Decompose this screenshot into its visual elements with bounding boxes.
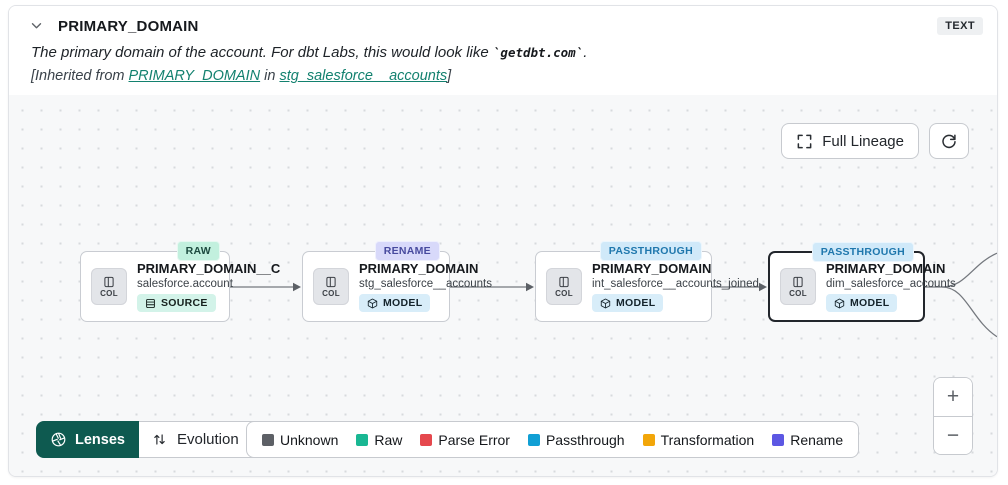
- legend-swatch: [772, 433, 785, 446]
- legend-item: Raw: [356, 432, 402, 448]
- column-description: The primary domain of the account. For d…: [31, 44, 983, 61]
- model-cube-icon: [834, 298, 845, 308]
- lens-aperture-icon: [51, 432, 66, 447]
- node-primary-domain-c[interactable]: RAW COL PRIMARY_DOMAIN__C salesforce.acc…: [80, 241, 281, 322]
- inherited-column-link[interactable]: PRIMARY_DOMAIN: [128, 68, 261, 84]
- column-type-badge: TEXT: [937, 17, 983, 35]
- column-icon: [326, 276, 336, 287]
- expand-icon: [797, 134, 812, 148]
- canvas-toolbar: Full Lineage: [781, 123, 969, 159]
- chevron-down-icon: [31, 23, 42, 29]
- node-status-badge: PASSTHROUGH: [599, 241, 702, 261]
- legend-item: Transformation: [642, 432, 754, 448]
- node-title: PRIMARY_DOMAIN__C: [137, 261, 281, 276]
- lenses-button[interactable]: Lenses: [36, 421, 139, 458]
- node-title: PRIMARY_DOMAIN: [826, 261, 946, 276]
- legend-swatch: [642, 433, 655, 446]
- source-icon: [146, 298, 155, 308]
- zoom-in-button[interactable]: +: [934, 378, 972, 416]
- node-status-badge: RENAME: [374, 241, 440, 261]
- lens-selected-label: Evolution: [176, 431, 239, 448]
- full-lineage-label: Full Lineage: [822, 132, 904, 150]
- legend-swatch: [527, 433, 540, 446]
- evolution-arrows-icon: [154, 434, 165, 445]
- model-cube-icon: [600, 298, 611, 308]
- column-kind-chip: COL: [91, 268, 127, 305]
- column-kind-chip: COL: [546, 268, 582, 305]
- model-cube-icon: [367, 298, 378, 308]
- refresh-icon: [942, 134, 956, 149]
- node-type-pill: SOURCE: [137, 294, 216, 312]
- node-stg-salesforce-accounts[interactable]: RENAME COL PRIMARY_DOMAIN stg_salesforce…: [302, 241, 492, 322]
- description-text: The primary domain of the account. For d…: [31, 44, 493, 61]
- column-lineage-panel: PRIMARY_DOMAIN TEXT The primary domain o…: [8, 5, 998, 477]
- node-type-pill: MODEL: [359, 294, 431, 312]
- refresh-button[interactable]: [929, 123, 969, 159]
- node-int-salesforce-accounts-joined[interactable]: PASSTHROUGH COL PRIMARY_DOMAIN int_sales…: [535, 241, 759, 322]
- description-suffix: .: [583, 44, 588, 61]
- node-status-badge: RAW: [176, 241, 220, 261]
- lineage-canvas[interactable]: Full Lineage RAW COL PRIMARY_DOMAIN__C s…: [9, 95, 997, 476]
- node-subtitle: stg_salesforce__accounts: [359, 278, 492, 290]
- inherited-note: [Inherited from PRIMARY_DOMAIN in stg_sa…: [31, 68, 452, 84]
- legend-swatch: [420, 433, 433, 446]
- legend-item: Parse Error: [420, 432, 510, 448]
- lenses-control: Lenses Evolution: [36, 421, 275, 458]
- node-title: PRIMARY_DOMAIN: [359, 261, 479, 276]
- column-icon: [104, 276, 114, 287]
- column-icon: [793, 276, 803, 287]
- legend-swatch: [262, 433, 274, 446]
- zoom-out-button[interactable]: −: [934, 416, 972, 454]
- legend-swatch: [356, 433, 369, 446]
- zoom-controls: + −: [933, 377, 973, 455]
- node-subtitle: dim_salesforce_accounts: [826, 278, 956, 290]
- lenses-label: Lenses: [75, 431, 125, 448]
- legend-item: Rename: [772, 432, 843, 448]
- column-kind-chip: COL: [780, 268, 816, 305]
- column-icon: [559, 276, 569, 287]
- node-title: PRIMARY_DOMAIN: [592, 261, 712, 276]
- legend-item: Unknown: [262, 432, 338, 448]
- column-kind-chip: COL: [313, 268, 349, 305]
- full-lineage-button[interactable]: Full Lineage: [781, 123, 919, 159]
- node-subtitle: int_salesforce__accounts_joined: [592, 278, 759, 290]
- node-dim-salesforce-accounts[interactable]: PASSTHROUGH COL PRIMARY_DOMAIN dim_sales…: [768, 242, 956, 322]
- node-type-pill: MODEL: [826, 294, 898, 312]
- node-type-pill: MODEL: [592, 294, 664, 312]
- inherited-model-link[interactable]: stg_salesforce__accounts: [279, 68, 448, 84]
- node-subtitle: salesforce.account: [137, 278, 233, 290]
- description-code: `getdbt.com`: [492, 45, 584, 60]
- legend-item: Passthrough: [527, 432, 625, 448]
- collapse-chevron-button[interactable]: [29, 20, 44, 32]
- column-title: PRIMARY_DOMAIN: [58, 17, 199, 35]
- status-legend: Unknown Raw Parse Error Passthrough Tran…: [246, 421, 860, 458]
- node-status-badge: PASSTHROUGH: [811, 242, 914, 262]
- header: PRIMARY_DOMAIN TEXT The primary domain o…: [9, 6, 997, 84]
